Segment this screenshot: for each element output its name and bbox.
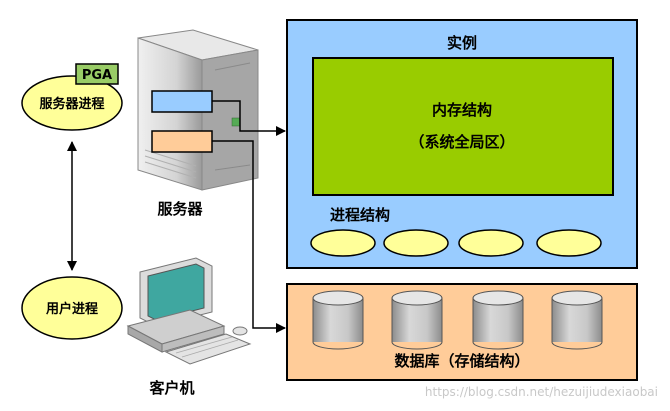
pga-badge: PGA [75, 63, 119, 85]
server-process-label: 服务器进程 [39, 96, 104, 112]
server-tower-icon [137, 29, 259, 191]
memory-structure-title: 内存结构 [432, 101, 492, 119]
client-computer-icon [126, 257, 252, 365]
process-ellipse [536, 229, 602, 257]
memory-structure-box: 内存结构 （系统全局区） [312, 57, 614, 196]
datafile-cylinder [312, 290, 364, 350]
database-title: 数据库（存储结构） [394, 352, 529, 370]
watermark: https://blog.csdn.net/hezuijiudexiaobai [425, 385, 658, 399]
mouse [232, 326, 248, 336]
datafile-cylinder [551, 290, 603, 350]
memory-structure-subtitle: （系统全局区） [409, 133, 514, 151]
process-structure-title: 进程结构 [330, 206, 390, 224]
server-to-database-arrow [212, 140, 286, 333]
user-process-label: 用户进程 [45, 301, 98, 317]
client-label: 客户机 [148, 379, 194, 397]
server-to-instance-arrow [212, 100, 286, 136]
server-process-node: 服务器进程 PGA [21, 63, 123, 131]
process-ellipse [310, 229, 376, 257]
server-label: 服务器 [157, 200, 203, 218]
datafile-cylinders [312, 290, 603, 350]
process-structure-ellipses [310, 229, 602, 257]
process-ellipse [383, 229, 449, 257]
datafile-cylinder [391, 290, 443, 350]
server-slot-instance [151, 90, 213, 113]
user-process-node: 用户进程 [21, 276, 123, 340]
server-power-led-icon [231, 117, 241, 127]
monitor-screen [147, 263, 205, 321]
process-ellipse [458, 229, 524, 257]
server-slot-database [151, 130, 213, 153]
datafile-cylinder [472, 290, 524, 350]
pga-label: PGA [82, 68, 112, 83]
instance-title: 实例 [447, 34, 477, 52]
